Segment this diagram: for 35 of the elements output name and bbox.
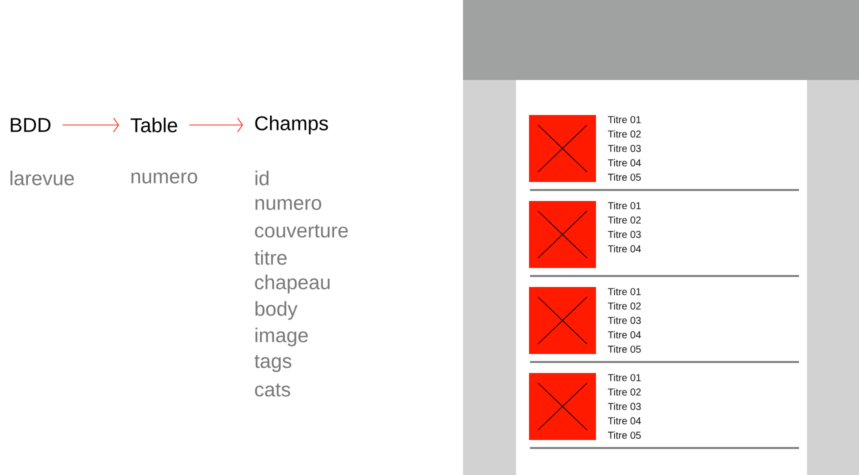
title-text: Titre 04 (608, 159, 641, 166)
field-name: image (256, 328, 308, 346)
field-name: body (256, 301, 298, 320)
title-text: Titre 01 (608, 374, 641, 382)
title-text: Titre 05 (608, 345, 641, 353)
title-text: Titre 02 (608, 130, 641, 138)
value-text: numero (132, 172, 198, 184)
title-text: Titre 04 (608, 417, 641, 424)
title-text: Titre 05 (608, 173, 641, 181)
field-name: chapeau (255, 274, 330, 294)
title-text: Titre 01 (608, 202, 641, 210)
field-name: numero (256, 199, 322, 210)
title-text: Titre 03 (608, 316, 641, 324)
title-text: Titre 03 (608, 144, 641, 152)
title-text: Titre 02 (608, 388, 641, 396)
heading-text: BDD (10, 118, 50, 132)
title-text: Titre 01 (608, 288, 641, 296)
title-text: Titre 03 (608, 230, 641, 238)
title-text: Titre 04 (608, 331, 641, 338)
title-text: Titre 02 (608, 216, 641, 224)
title-text: Titre 01 (608, 116, 641, 124)
field-name: tags (254, 354, 292, 372)
title-text: Titre 02 (608, 302, 641, 310)
title-text: Titre 04 (608, 245, 641, 252)
field-name: cats (255, 383, 290, 397)
field-name: titre (254, 250, 287, 265)
arrow (188, 118, 243, 132)
heading-text: Champs (255, 116, 328, 134)
heading-text: Table (130, 118, 178, 132)
title-text: Titre 03 (608, 402, 641, 410)
field-name: couverture (255, 224, 348, 238)
value-text: larevue (10, 170, 74, 186)
title-text: Titre 05 (608, 431, 641, 439)
field-name: id (256, 170, 268, 186)
arrow (62, 118, 119, 132)
